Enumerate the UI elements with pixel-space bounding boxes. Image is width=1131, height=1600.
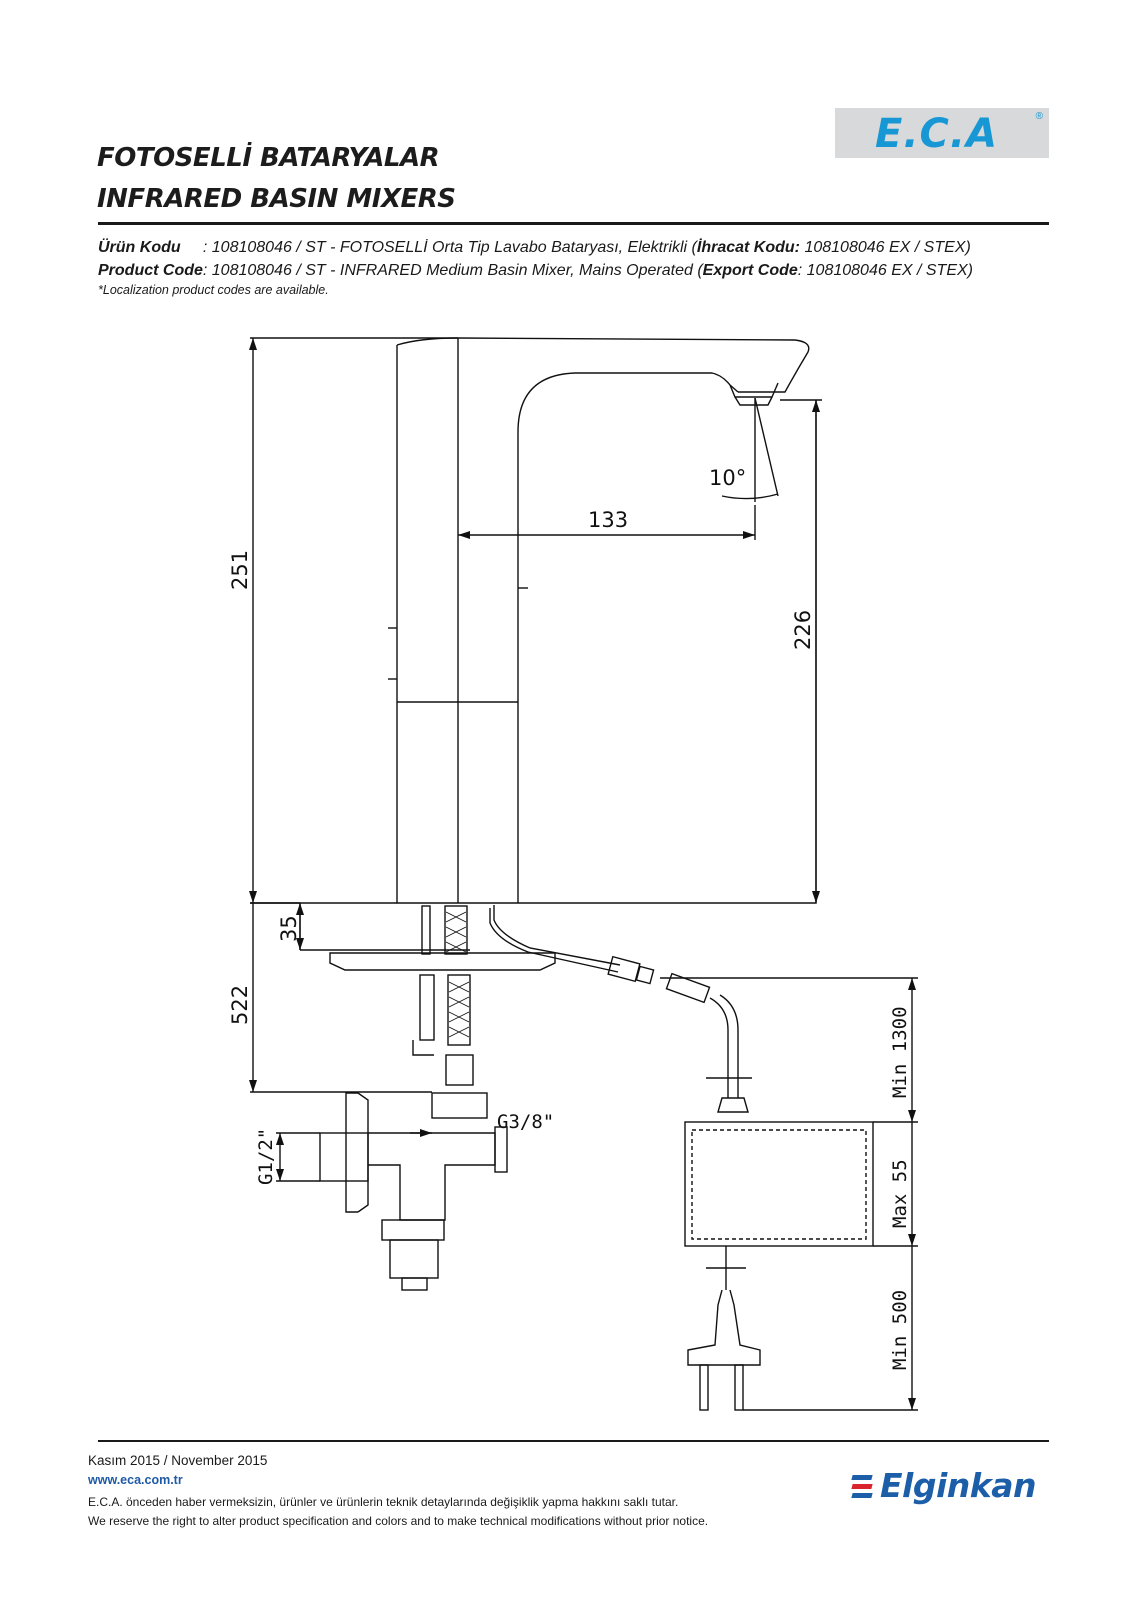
header-divider <box>98 222 1049 225</box>
label-251: 251 <box>228 550 252 590</box>
label-max55: Max 55 <box>889 1159 911 1228</box>
dimension-35-522 <box>250 903 432 1182</box>
dimension-133 <box>458 505 756 540</box>
export-code-en-label: Export Code <box>702 262 798 279</box>
elginkan-logo-text: Elginkan <box>880 1466 1037 1505</box>
dimension-251 <box>250 337 458 904</box>
label-g38: G3/8" <box>497 1111 554 1133</box>
product-code-tr-text: : 108108046 / ST - FOTOSELLİ Orta Tip La… <box>180 239 697 256</box>
label-angle: 10° <box>709 466 746 490</box>
product-code-en: Product Code: 108108046 / ST - INFRARED … <box>98 259 973 282</box>
elginkan-bar-top <box>851 1475 873 1480</box>
label-g12: G1/2" <box>255 1128 277 1185</box>
mounting-assembly <box>250 902 752 1291</box>
label-35: 35 <box>277 915 301 942</box>
footer-date: Kasım 2015 / November 2015 <box>88 1453 268 1468</box>
product-code-en-text: : 108108046 / ST - INFRARED Medium Basin… <box>202 262 703 279</box>
footer-website-link[interactable]: www.eca.com.tr <box>88 1473 183 1487</box>
sensor-angle <box>721 397 779 502</box>
faucet-body <box>388 337 817 904</box>
export-code-en-value: : 108108046 EX / STEX) <box>797 262 973 279</box>
export-code-tr-label: İhracat Kodu: <box>696 239 801 256</box>
label-522: 522 <box>228 985 252 1025</box>
dimension-right <box>660 977 918 1411</box>
elginkan-logo: Elginkan <box>850 1466 1050 1510</box>
product-code-en-label: Product Code <box>98 262 203 279</box>
control-box <box>684 1121 874 1411</box>
dimension-226 <box>780 399 822 903</box>
page-title-en: INFRARED BASIN MIXERS <box>97 184 456 214</box>
footer-divider <box>98 1440 1049 1442</box>
label-min500: Min 500 <box>889 1290 911 1370</box>
registered-mark: ® <box>1035 111 1043 122</box>
page-title-tr: FOTOSELLİ BATARYALAR <box>97 143 440 173</box>
localization-note: *Localization product codes are availabl… <box>98 283 329 297</box>
hose-hatching <box>445 911 470 1038</box>
eca-logo: E.C.A ® <box>835 108 1049 158</box>
product-code-tr-label: Ürün Kodu <box>98 239 181 256</box>
label-133: 133 <box>588 508 628 532</box>
elginkan-bar-middle <box>851 1484 873 1489</box>
elginkan-bar-bottom <box>851 1493 873 1498</box>
footer-disclaimer-tr: E.C.A. önceden haber vermeksizin, ürünle… <box>88 1495 679 1509</box>
footer-disclaimer-en: We reserve the right to alter product sp… <box>88 1514 709 1528</box>
product-code-tr: Ürün Kodu : 108108046 / ST - FOTOSELLİ O… <box>98 236 971 259</box>
label-226: 226 <box>791 610 815 650</box>
eca-logo-text: E.C.A <box>875 111 999 157</box>
export-code-tr-value: 108108046 EX / STEX) <box>800 239 971 256</box>
label-min1300: Min 1300 <box>889 1006 911 1098</box>
arrowheads <box>249 338 916 1410</box>
